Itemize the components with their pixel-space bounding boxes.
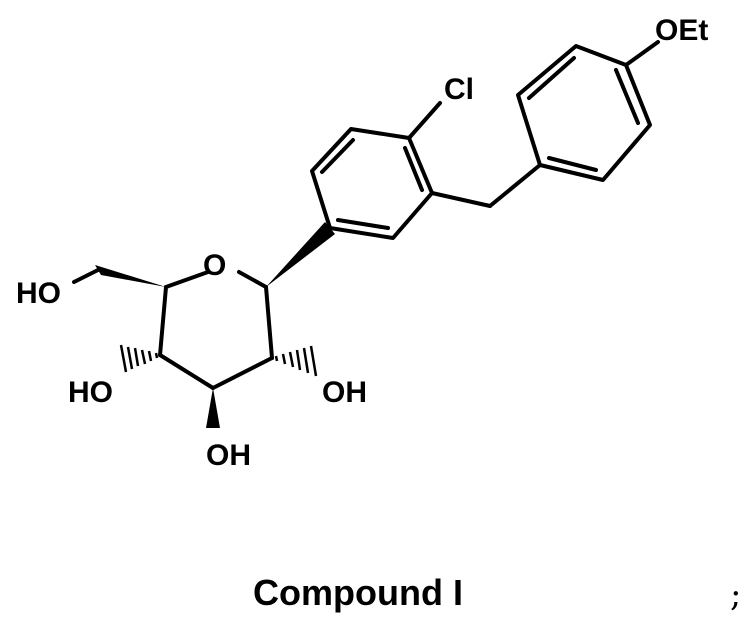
double-bond-2 [405, 148, 422, 190]
chlorophenyl-ring [312, 129, 432, 238]
bond-c-oet [626, 42, 658, 65]
bond-o-c5 [166, 272, 208, 287]
hydroxymethyl-label: HO [16, 277, 61, 310]
bond-c2-c1 [266, 287, 272, 358]
wedge-c1-aryl [266, 222, 335, 287]
hydroxyl-bottom-label: OH [206, 439, 251, 472]
wedge-c3-oh [206, 388, 220, 428]
hydroxyl-right-label: OH [322, 376, 367, 409]
bond-c5-c4 [160, 287, 166, 355]
double-bond-3 [338, 220, 388, 228]
bond-c-cl [409, 103, 440, 138]
chloro-label: Cl [444, 73, 474, 106]
ethoxy-label: OEt [655, 14, 708, 47]
hash-c4-oh [121, 345, 157, 372]
wedge-c5-ch2 [95, 265, 166, 287]
double-bond-5 [616, 70, 638, 123]
compound-caption: Compound I [0, 572, 716, 614]
bond-c4-c3 [160, 355, 213, 388]
bond-c3-c2 [213, 358, 272, 388]
ethoxyphenyl-ring [518, 46, 650, 180]
bond-ch2-o [74, 270, 98, 282]
terminator-symbol: ; [730, 575, 741, 615]
hydroxyl-left-label: HO [68, 376, 113, 409]
bond-c1-o [239, 272, 266, 287]
ring-oxygen-label: O [203, 249, 226, 282]
bond-ring-ch2 [432, 193, 490, 206]
hash-c2-oh [276, 346, 316, 376]
bond-ch2-ring [490, 165, 540, 206]
